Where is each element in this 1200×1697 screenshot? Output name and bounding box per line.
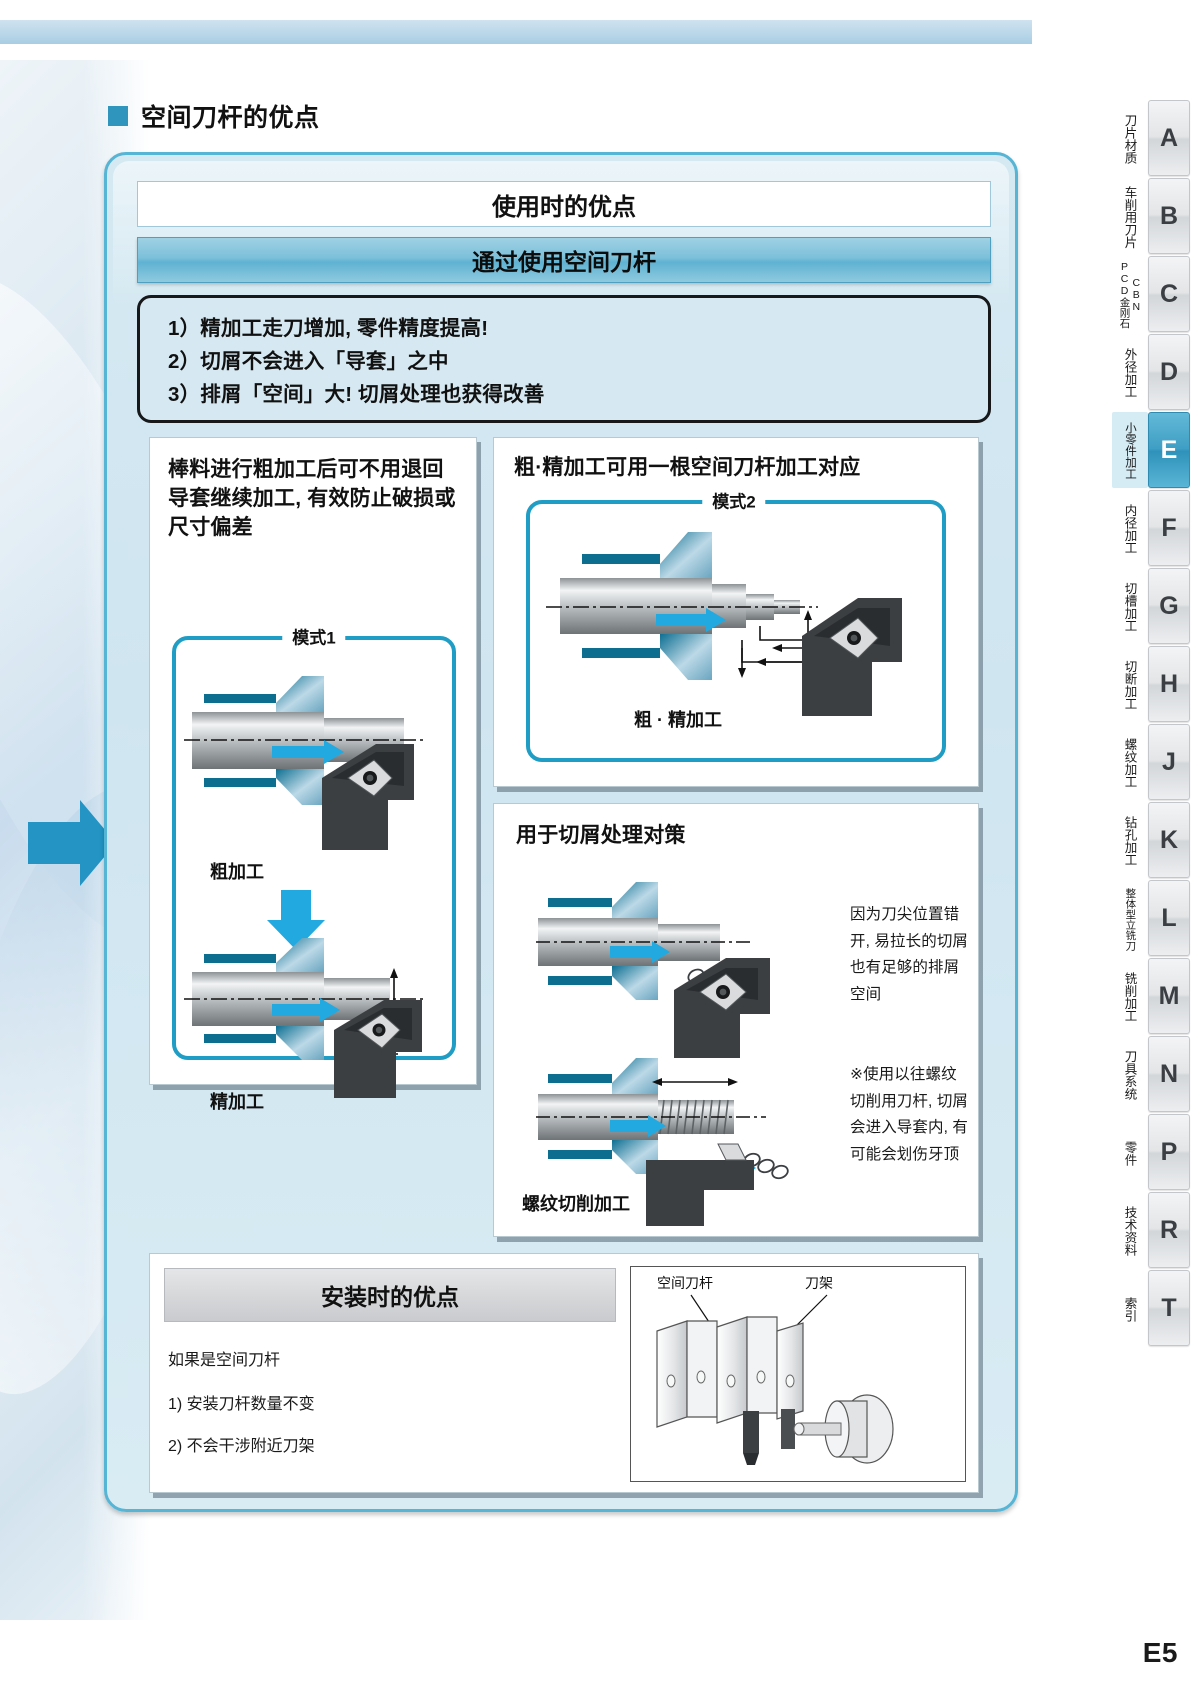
mode1-toolholder-finish xyxy=(334,1000,422,1098)
index-tab-C[interactable]: CBN PCD金刚石 C xyxy=(1108,256,1190,332)
index-tab-B[interactable]: 车削用刀片 B xyxy=(1108,178,1190,254)
label-finish-machining: 精加工 xyxy=(210,1092,264,1112)
label-rough-machining: 粗加工 xyxy=(210,862,264,882)
index-tab-F-label: 内径加工 xyxy=(1122,504,1137,554)
installation-item-2: 2) 不会干涉附近刀架 xyxy=(168,1438,315,1455)
index-tab-F[interactable]: 内径加工 F xyxy=(1108,490,1190,566)
index-tab-E-label: 小零件加工 xyxy=(1112,412,1148,488)
benefit-item-1: 1）精加工走刀增加, 零件精度提高! xyxy=(168,317,489,340)
chip-note-2: ※使用以往螺纹切削用刀杆, 切屑会进入导套内, 有可能会划伤牙顶 xyxy=(850,1066,969,1163)
chip-toolholder-threading xyxy=(646,1143,754,1226)
index-tab-P-label: 零件 xyxy=(1122,1140,1137,1166)
chip-illustration-turning xyxy=(536,882,750,1008)
card-mode2: 粗·精加工可用一根空间刀杆加工对应 模式2 xyxy=(493,437,979,787)
down-arrow-icon xyxy=(267,890,325,950)
card-chip-control: 用于切屑处理对策 xyxy=(493,803,979,1237)
index-tab-D[interactable]: 外径加工 D xyxy=(1108,334,1190,410)
mode1-finish-illustration xyxy=(184,938,424,1060)
index-tab-E[interactable]: 小零件加工 E xyxy=(1108,412,1190,488)
index-tab-A-label: 刀片材质 xyxy=(1122,114,1137,164)
index-tab-K-letter: K xyxy=(1148,802,1190,878)
top-banner-bar xyxy=(0,20,1032,44)
mode1-toolholder-rough xyxy=(322,744,414,850)
index-tab-A[interactable]: 刀片材质 A xyxy=(1108,100,1190,176)
turret-label-boring-bar: 空间刀杆 xyxy=(657,1275,713,1291)
bullet-square-icon xyxy=(108,106,128,126)
index-tab-N[interactable]: 刀具系统 N xyxy=(1108,1036,1190,1112)
panel-subtitle-by-using: 通过使用空间刀杆 xyxy=(137,237,991,283)
index-tab-T[interactable]: 索引 T xyxy=(1108,1270,1190,1346)
main-panel: 使用时的优点 通过使用空间刀杆 1）精加工走刀增加, 零件精度提高! 2）切屑不… xyxy=(104,152,1018,1512)
page-title: 空间刀杆的优点 xyxy=(108,98,320,134)
panel-title-usage: 使用时的优点 xyxy=(137,181,991,227)
benefits-list: 1）精加工走刀增加, 零件精度提高! 2）切屑不会进入「导套」之中 3）排屑「空… xyxy=(137,295,991,423)
page-title-text: 空间刀杆的优点 xyxy=(141,104,320,132)
benefit-item-2: 2）切屑不会进入「导套」之中 xyxy=(168,350,449,374)
turret-diagram-box: 空间刀杆 刀架 xyxy=(630,1266,966,1482)
index-tab-B-letter: B xyxy=(1148,178,1190,254)
installation-heading: 安装时的优点 xyxy=(164,1268,616,1322)
card-mode2-heading: 粗·精加工可用一根空间刀杆加工对应 xyxy=(514,456,861,479)
turret-illustration xyxy=(656,1294,894,1465)
index-tab-H-letter: H xyxy=(1148,646,1190,722)
card-chip-heading: 用于切屑处理对策 xyxy=(516,824,686,847)
label-thread-cutting: 螺纹切削加工 xyxy=(522,1194,630,1214)
index-tab-L[interactable]: 整体型立铣刀 L xyxy=(1108,880,1190,956)
mode1-frame-label: 模式1 xyxy=(282,623,346,649)
index-tab-T-letter: T xyxy=(1148,1270,1190,1346)
left-pointer-arrow xyxy=(28,800,116,886)
index-tab-G[interactable]: 切槽加工 G xyxy=(1108,568,1190,644)
index-tab-B-label: 车削用刀片 xyxy=(1122,185,1137,249)
index-tab-M[interactable]: 铣削加工 M xyxy=(1108,958,1190,1034)
index-tab-J-label: 螺纹加工 xyxy=(1122,738,1137,788)
mode2-frame-label: 模式2 xyxy=(702,487,766,513)
index-tab-G-letter: G xyxy=(1148,568,1190,644)
index-tab-J-letter: J xyxy=(1148,724,1190,800)
turret-label-holder: 刀架 xyxy=(805,1275,833,1291)
index-tab-M-letter: M xyxy=(1148,958,1190,1034)
index-tab-C-label: CBN PCD金刚石 xyxy=(1118,261,1143,329)
index-tab-E-letter: E xyxy=(1148,412,1190,488)
chip-toolholder-turning xyxy=(674,958,770,1058)
index-tab-P[interactable]: 零件 P xyxy=(1108,1114,1190,1190)
page-number: E5 xyxy=(1142,1637,1178,1668)
index-tab-R-label: 技术资料 xyxy=(1122,1206,1137,1256)
card-mode1-heading: 棒料进行粗加工后可不用退回导套继续加工, 有效防止破损或尺寸偏差 xyxy=(168,458,456,539)
card-installation: 安装时的优点 如果是空间刀杆 1) 安装刀杆数量不变 2) 不会干涉附近刀架 空… xyxy=(149,1253,979,1493)
index-tab-H[interactable]: 切断加工 H xyxy=(1108,646,1190,722)
index-tab-A-letter: A xyxy=(1148,100,1190,176)
label-rough-finish-machining: 粗 · 精加工 xyxy=(634,710,722,730)
index-tab-H-label: 切断加工 xyxy=(1122,660,1137,710)
index-tab-L-letter: L xyxy=(1148,880,1190,956)
index-tab-R[interactable]: 技术资料 R xyxy=(1108,1192,1190,1268)
index-tab-G-label: 切槽加工 xyxy=(1122,582,1137,632)
index-tab-column[interactable]: 刀片材质 A 车削用刀片 B CBN PCD金刚石 C 外径加工 D 小零件加工… xyxy=(1108,100,1190,1348)
installation-item-1: 1) 安装刀杆数量不变 xyxy=(168,1396,315,1413)
index-tab-J[interactable]: 螺纹加工 J xyxy=(1108,724,1190,800)
index-tab-T-label: 索引 xyxy=(1122,1296,1137,1322)
index-tab-K[interactable]: 钻孔加工 K xyxy=(1108,802,1190,878)
index-tab-D-letter: D xyxy=(1148,334,1190,410)
index-tab-N-label: 刀具系统 xyxy=(1122,1050,1137,1100)
index-tab-K-label: 钻孔加工 xyxy=(1122,816,1137,866)
index-tab-C-letter: C xyxy=(1148,256,1190,332)
chip-note-1: 因为刀尖位置错开, 易拉长的切屑也有足够的排屑空间 xyxy=(850,906,969,1003)
index-tab-M-label: 铣削加工 xyxy=(1122,972,1137,1022)
index-tab-R-letter: R xyxy=(1148,1192,1190,1268)
mode2-toolholder xyxy=(802,598,902,716)
index-tab-D-label: 外径加工 xyxy=(1122,348,1137,398)
mode2-illustration xyxy=(546,532,818,680)
chip-illustration-threading xyxy=(536,1058,789,1180)
index-tab-N-letter: N xyxy=(1148,1036,1190,1112)
index-tab-L-label: 整体型立铣刀 xyxy=(1124,887,1137,951)
mode1-rough-illustration xyxy=(184,676,424,805)
card-mode1: 棒料进行粗加工后可不用退回导套继续加工, 有效防止破损或尺寸偏差 模式1 xyxy=(149,437,477,1112)
installation-lead: 如果是空间刀杆 xyxy=(168,1352,281,1369)
index-tab-F-letter: F xyxy=(1148,490,1190,566)
index-tab-P-letter: P xyxy=(1148,1114,1190,1190)
benefit-item-3: 3）排屑「空间」大! 切屑处理也获得改善 xyxy=(168,383,545,407)
